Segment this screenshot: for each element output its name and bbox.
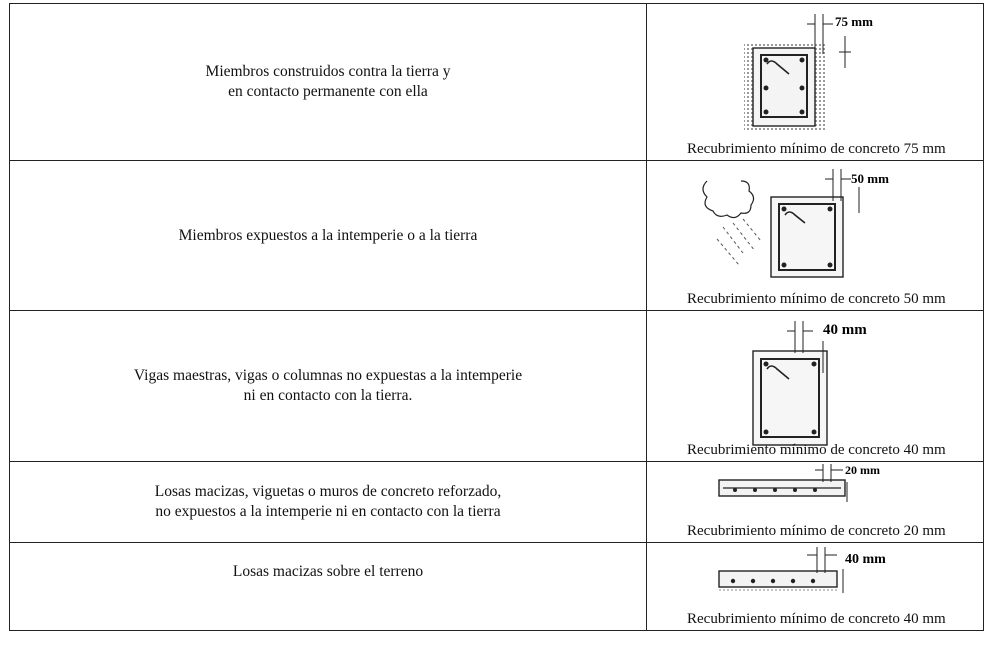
concrete-cover-table: Miembros construidos contra la tierra y … bbox=[9, 3, 984, 631]
table-row: Miembros expuestos a la intemperie o a l… bbox=[9, 160, 984, 311]
condition-text: Vigas maestras, vigas o columnas no expu… bbox=[133, 367, 523, 384]
column-section-icon: 75 mm bbox=[744, 14, 873, 132]
cover-caption: Recubrimiento mínimo de concreto 40 mm bbox=[687, 611, 946, 627]
condition-cell: Miembros construidos contra la tierra y … bbox=[9, 3, 647, 161]
cover-caption: Recubrimiento mínimo de concreto 20 mm bbox=[687, 523, 946, 539]
condition-cell: Losas macizas, viguetas o muros de concr… bbox=[9, 461, 647, 543]
cover-dimension-label: 20 mm bbox=[845, 463, 880, 477]
cover-caption: Recubrimiento mínimo de concreto 75 mm bbox=[687, 141, 946, 157]
table-row: Vigas maestras, vigas o columnas no expu… bbox=[9, 310, 984, 462]
condition-text: en contacto permanente con ella bbox=[228, 83, 428, 100]
condition-text: no expuestos a la intemperie ni en conta… bbox=[155, 503, 501, 520]
cover-dimension-label: 40 mm bbox=[823, 322, 867, 338]
figure-cell: 20 mm Recubrimiento mínimo de concreto 2… bbox=[646, 461, 984, 543]
cover-caption: Recubrimiento mínimo de concreto 50 mm bbox=[687, 291, 946, 307]
condition-text: Miembros construidos contra la tierra y bbox=[205, 63, 451, 80]
condition-text: ni en contacto con la tierra. bbox=[243, 387, 413, 404]
cover-dimension-label: 40 mm bbox=[845, 552, 886, 567]
table-row: Losas macizas, viguetas o muros de concr… bbox=[9, 461, 984, 543]
figure-cell: 50 mm Recubrimiento mínimo de concreto 5… bbox=[646, 160, 984, 311]
column-section-icon: 50 mm bbox=[702, 169, 889, 278]
table-row: Losas macizas sobre el terreno 40 mm Rec… bbox=[9, 542, 984, 631]
condition-text: Losas macizas, viguetas o muros de concr… bbox=[154, 483, 502, 500]
cover-dimension-label: 75 mm bbox=[835, 14, 873, 29]
condition-cell: Miembros expuestos a la intemperie o a l… bbox=[9, 160, 647, 311]
condition-text: Losas macizas sobre el terreno bbox=[232, 562, 424, 580]
condition-cell: Vigas maestras, vigas o columnas no expu… bbox=[9, 310, 647, 462]
figure-cell: 40 mm Recubrimiento mínimo de concreto 4… bbox=[646, 542, 984, 631]
slab-section-icon: 20 mm bbox=[718, 463, 880, 502]
condition-text: Miembros expuestos a la intemperie o a l… bbox=[178, 226, 478, 244]
condition-cell: Losas macizas sobre el terreno bbox=[9, 542, 647, 631]
cover-dimension-label: 50 mm bbox=[851, 171, 889, 186]
slab-on-ground-section-icon: 40 mm bbox=[718, 547, 886, 593]
figure-cell: 75 mm Recubrimiento mínimo de concreto 7… bbox=[646, 3, 984, 161]
table-row: Miembros construidos contra la tierra y … bbox=[9, 3, 984, 161]
figure-cell: 40 mm Recubrimiento mínimo de concreto 4… bbox=[646, 310, 984, 462]
cover-caption: Recubrimiento mínimo de concreto 40 mm bbox=[687, 442, 946, 458]
column-section-icon: 40 mm bbox=[752, 321, 867, 446]
